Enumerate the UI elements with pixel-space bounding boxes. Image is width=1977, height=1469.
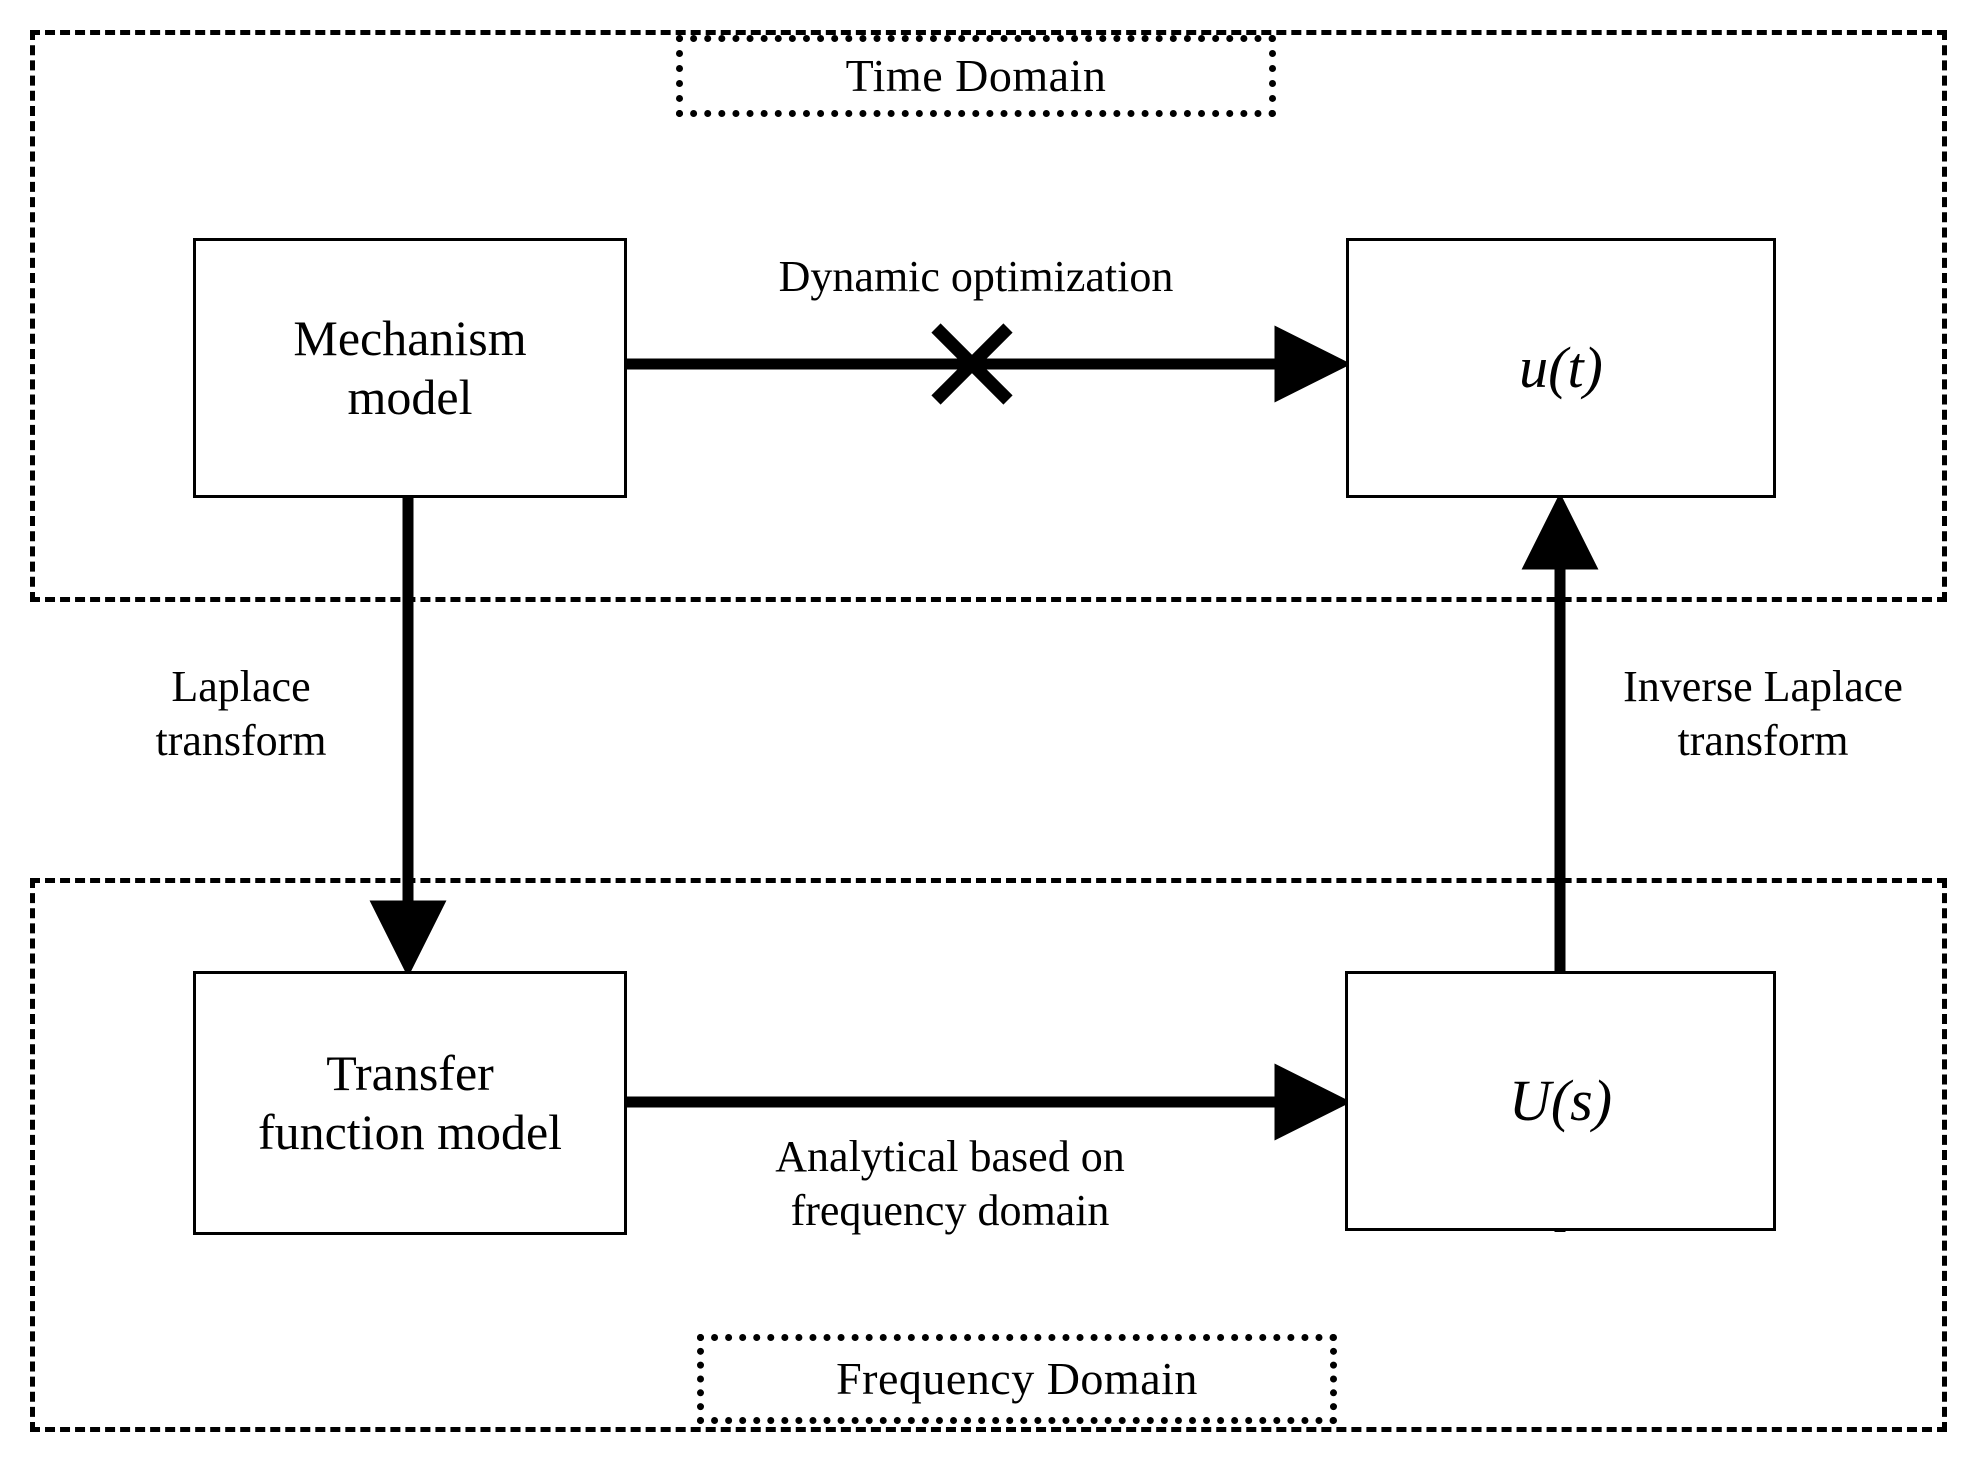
edge-label-inverse-laplace-transform: Inverse Laplace transform bbox=[1623, 662, 1903, 765]
node-u-of-t[interactable]: u(t) bbox=[1346, 238, 1776, 498]
node-u-of-s[interactable]: U(s) bbox=[1345, 971, 1776, 1231]
time-domain-label: Time Domain bbox=[845, 50, 1107, 101]
node-transfer-function-model[interactable]: Transfer function model bbox=[193, 971, 627, 1235]
frequency-domain-region bbox=[30, 878, 1947, 1432]
frequency-domain-label: Frequency Domain bbox=[836, 1353, 1198, 1404]
node-mechanism-model[interactable]: Mechanism model bbox=[193, 238, 627, 498]
node-mechanism-model-label: Mechanism model bbox=[293, 310, 527, 425]
edge-label-laplace-transform: Laplace transform bbox=[155, 662, 327, 765]
node-u-of-t-label: u(t) bbox=[1519, 334, 1603, 400]
edge-label-dynamic-optimization: Dynamic optimization bbox=[778, 252, 1174, 301]
edge-label-analytical-frequency: Analytical based on frequency domain bbox=[775, 1132, 1125, 1235]
node-transfer-function-model-label: Transfer function model bbox=[257, 1045, 563, 1160]
time-domain-label-box: Time Domain bbox=[676, 35, 1276, 117]
time-domain-region bbox=[30, 30, 1947, 602]
x-mark-icon bbox=[931, 323, 1013, 405]
frequency-domain-label-box: Frequency Domain bbox=[697, 1334, 1337, 1424]
node-u-of-s-label: U(s) bbox=[1508, 1067, 1613, 1133]
